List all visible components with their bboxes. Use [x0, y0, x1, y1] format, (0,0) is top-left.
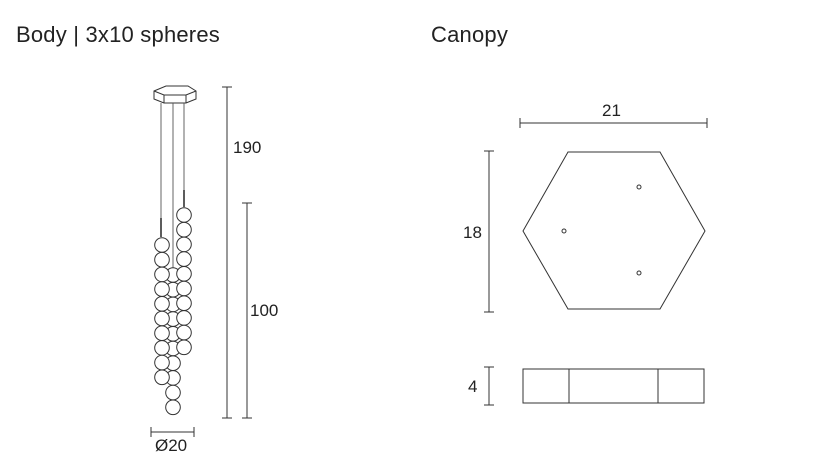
sphere	[154, 325, 170, 342]
dimension-canopy-depth: 18	[463, 150, 494, 313]
dimension-diameter: Ø20	[150, 427, 195, 455]
sphere	[165, 384, 181, 401]
dimension-sphere-height: 100	[242, 202, 278, 419]
sphere-height-label: 100	[250, 301, 278, 320]
dimension-total-height: 190	[222, 86, 261, 419]
sphere	[154, 281, 170, 297]
sphere-strand-left	[154, 237, 170, 386]
sphere	[176, 266, 192, 282]
canopy-side-view	[522, 368, 705, 404]
sphere	[154, 266, 170, 283]
sphere	[176, 310, 192, 326]
pendant-drawing	[153, 85, 197, 416]
sphere	[176, 251, 192, 267]
sphere	[176, 221, 192, 238]
sphere	[154, 340, 170, 356]
sphere	[154, 296, 170, 312]
total-height-label: 190	[233, 138, 261, 157]
dimension-canopy-width: 21	[519, 101, 708, 128]
canopy-width-label: 21	[602, 101, 621, 120]
sphere	[176, 207, 192, 223]
sphere	[154, 237, 170, 253]
sphere	[165, 399, 181, 416]
sphere	[176, 236, 192, 253]
dimension-canopy-thickness: 4	[468, 366, 494, 406]
sphere	[176, 280, 192, 297]
sphere	[154, 251, 170, 268]
canopy-top-view	[522, 151, 706, 310]
canopy-thickness-label: 4	[468, 377, 477, 396]
sphere-strand-right	[176, 207, 192, 356]
pendant-canopy	[153, 85, 197, 104]
canopy-depth-label: 18	[463, 223, 482, 242]
pendant-cables	[160, 103, 185, 268]
sphere	[176, 339, 192, 356]
sphere	[154, 310, 170, 327]
sphere	[154, 369, 170, 386]
diameter-label: Ø20	[155, 436, 187, 455]
canopy-section-title: Canopy	[431, 22, 509, 47]
sphere	[176, 324, 192, 341]
sphere	[176, 295, 192, 312]
body-section-title: Body | 3x10 spheres	[16, 22, 220, 47]
sphere	[154, 354, 170, 371]
